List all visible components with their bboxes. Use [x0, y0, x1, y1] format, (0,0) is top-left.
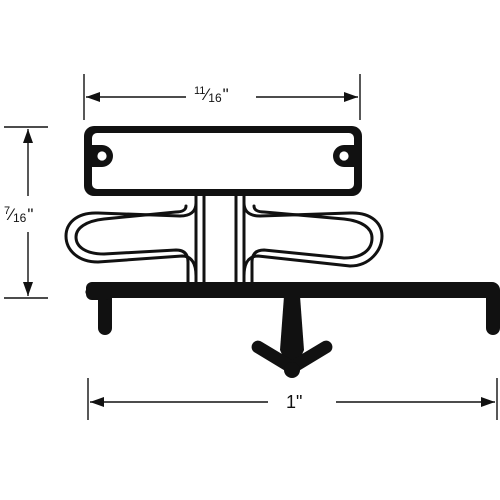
bellows-fin-left-inner [74, 204, 190, 284]
left-dimension-denominator: 16 [12, 211, 27, 225]
left-dimension-slash: ⁄ [10, 205, 13, 224]
dart-right-barb [292, 340, 333, 375]
top-dimension-unit: " [222, 85, 229, 104]
bellows-fin-right-inner [250, 204, 374, 284]
bottom-dim-arrow-left [90, 397, 104, 407]
dart-tip [284, 362, 300, 378]
bottom-dim-arrow-right [481, 397, 495, 407]
top-dimension-numerator: 11 [194, 85, 206, 97]
left-dimension-label: 7 ⁄ 16 " [4, 204, 34, 225]
bellows [64, 194, 384, 284]
top-dimension-denominator: 16 [208, 91, 222, 105]
magnet-lug-right-hole [339, 151, 349, 161]
bellows-fin-left [64, 201, 198, 278]
top-dimension [83, 74, 361, 120]
dart-stem [280, 296, 304, 368]
magnet-housing [84, 126, 362, 196]
dart-left-barb [251, 340, 292, 375]
base-flange-body [85, 282, 500, 335]
left-dimension-unit: " [27, 205, 34, 224]
base-flange-left-tab [86, 282, 112, 300]
bottom-dimension-label: 1" [282, 393, 307, 411]
left-dim-arrow-top [23, 129, 33, 143]
left-dim-arrow-bottom [23, 282, 33, 296]
magnet-housing-inner [92, 133, 354, 189]
top-dimension-label: 11 ⁄ 16 " [192, 85, 231, 105]
left-dimension [4, 126, 48, 299]
bottom-dimension [87, 378, 498, 420]
top-dim-arrow-left [86, 92, 100, 102]
top-dim-arrow-right [344, 92, 358, 102]
magnet-lug-left-hole [97, 151, 107, 161]
bellows-fin-right [242, 201, 384, 278]
top-dimension-slash: ⁄ [205, 85, 209, 104]
left-dimension-numerator: 7 [4, 205, 11, 217]
base-flange [85, 282, 500, 378]
